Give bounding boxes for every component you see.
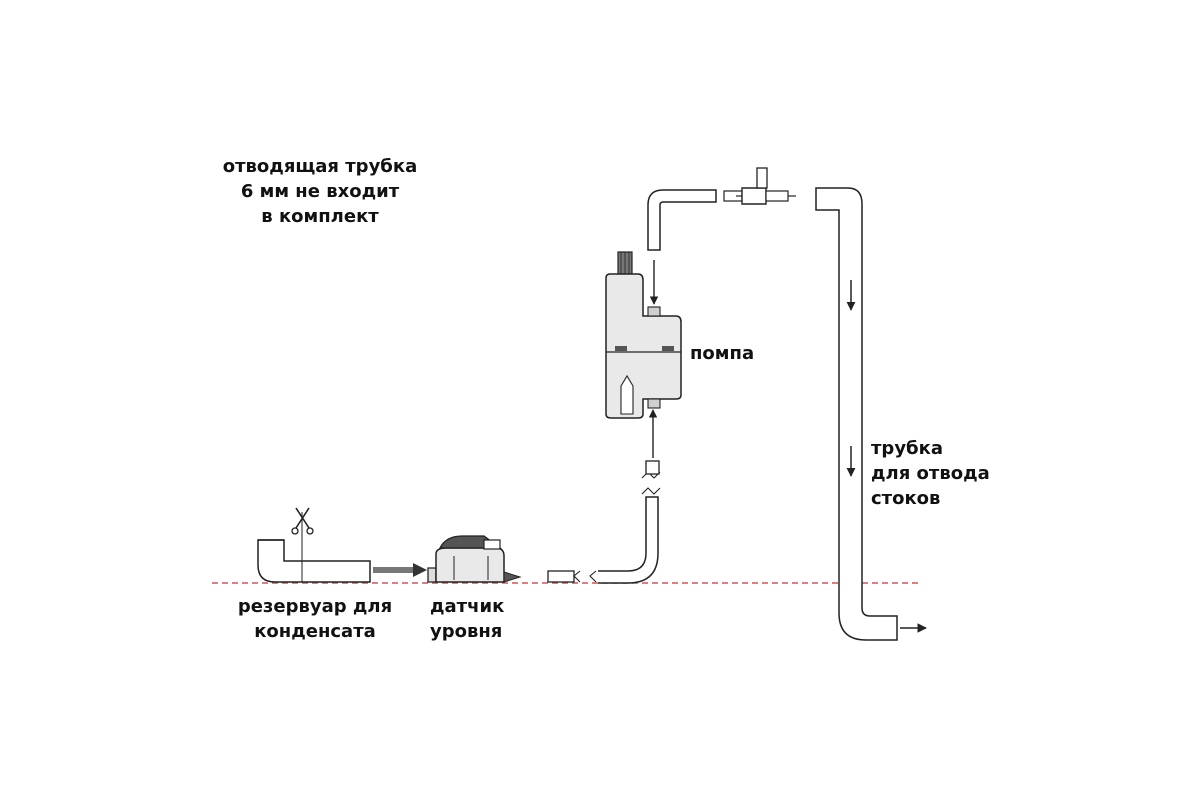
scissors-icon — [291, 507, 314, 535]
pump-label: помпа — [690, 343, 755, 364]
drain-pipe — [815, 187, 927, 641]
t-connector — [723, 167, 796, 205]
reservoir-label: резервуар для конденсата — [237, 596, 393, 642]
suction-tube — [547, 409, 661, 584]
drain-tube-note-label: отводящая трубка 6 мм не входит в компле… — [222, 156, 418, 227]
discharge-tube — [647, 189, 717, 251]
pump-device — [605, 251, 682, 419]
level-sensor-device — [427, 535, 522, 583]
level-sensor-label: датчик уровня — [430, 596, 505, 642]
flow-arrow-icon — [373, 563, 427, 577]
condensate-reservoir — [257, 512, 371, 583]
drain-pipe-label: трубка для отвода стоков — [871, 438, 990, 509]
